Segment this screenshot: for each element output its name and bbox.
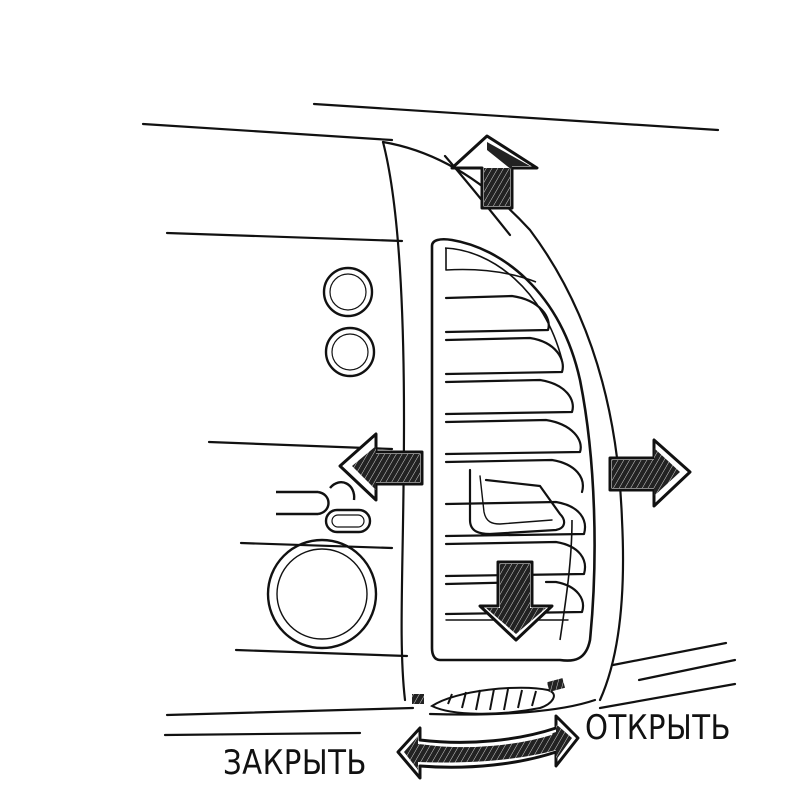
dashboard-outline [141,102,737,737]
arrow-left-icon [338,432,424,502]
vent-louvres [444,294,587,621]
rotation-arrow-icon [396,714,580,780]
arrow-right-icon [608,438,692,508]
arrow-up-icon [450,134,539,210]
close-label: ЗАКРЫТЬ [223,743,367,783]
vent-thumbwheel [412,678,566,715]
arrow-down-icon [478,560,554,642]
vent-frame [430,237,596,662]
control-knobs [266,266,378,650]
open-label: ОТКРЫТЬ [585,708,731,748]
